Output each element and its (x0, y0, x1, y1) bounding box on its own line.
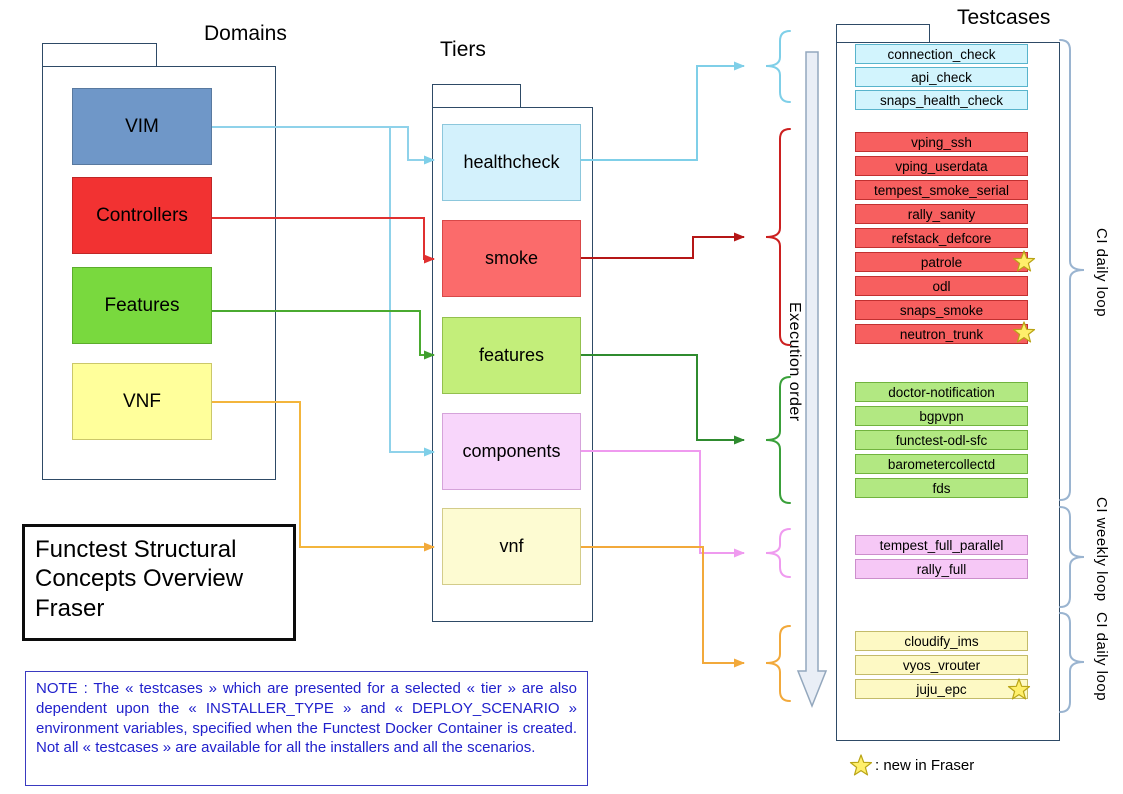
testcase-patrole: patrole (855, 252, 1028, 272)
domains-title: Domains (204, 22, 287, 45)
ci-daily-loop-label-top: CI daily loop (1093, 228, 1110, 318)
testcase-vping_userdata: vping_userdata (855, 156, 1028, 176)
arrow-smoke-to-group (581, 232, 745, 259)
domain-box-vim: VIM (72, 88, 212, 165)
testcase-group-vnf: cloudify_ims vyos_vrouter juju_epc (855, 631, 1028, 703)
testcase-vyos_vrouter: vyos_vrouter (855, 655, 1028, 675)
brace-vnf-group (765, 625, 791, 702)
testcase-neutron_trunk: neutron_trunk (855, 324, 1028, 344)
arrow-features-tier-to-group (581, 354, 745, 445)
tiers-folder-tab (432, 84, 521, 107)
arrow-vim-to-components (389, 127, 435, 457)
testcase-rally_sanity: rally_sanity (855, 204, 1028, 224)
testcases-title: Testcases (957, 6, 1051, 29)
arrow-healthcheck-to-group (581, 61, 745, 161)
brace-ci-weekly (1059, 506, 1085, 608)
tier-box-smoke: smoke (442, 220, 581, 297)
testcase-api_check: api_check (855, 67, 1028, 87)
testcase-cloudify_ims: cloudify_ims (855, 631, 1028, 651)
tier-box-features: features (442, 317, 581, 394)
testcase-refstack_defcore: refstack_defcore (855, 228, 1028, 248)
tiers-title: Tiers (440, 38, 486, 61)
legend-star-label: : new in Fraser (875, 757, 975, 774)
tier-box-healthcheck: healthcheck (442, 124, 581, 201)
brace-ci-daily-bottom (1059, 612, 1085, 713)
tier-box-components: components (442, 413, 581, 490)
testcase-rally_full: rally_full (855, 559, 1028, 579)
brace-healthcheck-group (765, 30, 791, 103)
testcase-fds: fds (855, 478, 1028, 498)
execution-order-label: Execution order (786, 302, 803, 422)
testcase-group-healthcheck: connection_check api_check snaps_health_… (855, 44, 1028, 113)
testcase-snaps_health_check: snaps_health_check (855, 90, 1028, 110)
testcase-group-smoke: vping_ssh vping_userdata tempest_smoke_s… (855, 132, 1028, 348)
testcase-functest-odl-sfc: functest-odl-sfc (855, 430, 1028, 450)
note-box: NOTE : The « testcases » which are prese… (25, 671, 588, 786)
testcase-connection_check: connection_check (855, 44, 1028, 64)
arrow-components-to-group (581, 450, 745, 558)
testcase-tempest_full_parallel: tempest_full_parallel (855, 535, 1028, 555)
brace-ci-daily-top (1059, 39, 1085, 501)
testcase-vping_ssh: vping_ssh (855, 132, 1028, 152)
domain-box-features: Features (72, 267, 212, 344)
tier-box-vnf: vnf (442, 508, 581, 585)
testcase-tempest_smoke_serial: tempest_smoke_serial (855, 180, 1028, 200)
testcase-doctor-notification: doctor-notification (855, 382, 1028, 402)
testcase-juju_epc: juju_epc (855, 679, 1028, 699)
testcases-folder-tab (836, 24, 930, 42)
testcase-group-features: doctor-notification bgpvpn functest-odl-… (855, 382, 1028, 502)
domains-folder-tab (42, 43, 157, 66)
ci-daily-loop-label-bottom: CI daily loop (1093, 612, 1110, 702)
ci-weekly-loop-label: CI weekly loop (1093, 497, 1110, 602)
diagram-title-box: Functest Structural Concepts Overview Fr… (22, 524, 296, 641)
testcase-odl: odl (855, 276, 1028, 296)
testcase-bgpvpn: bgpvpn (855, 406, 1028, 426)
domain-box-vnf: VNF (72, 363, 212, 440)
testcase-group-components: tempest_full_parallel rally_full (855, 535, 1028, 583)
testcase-barometercollectd: barometercollectd (855, 454, 1028, 474)
arrow-vnf-tier-to-group (581, 546, 745, 668)
testcase-snaps_smoke: snaps_smoke (855, 300, 1028, 320)
brace-components-group (765, 528, 791, 578)
domain-box-controllers: Controllers (72, 177, 212, 254)
legend-star-icon (849, 754, 873, 776)
